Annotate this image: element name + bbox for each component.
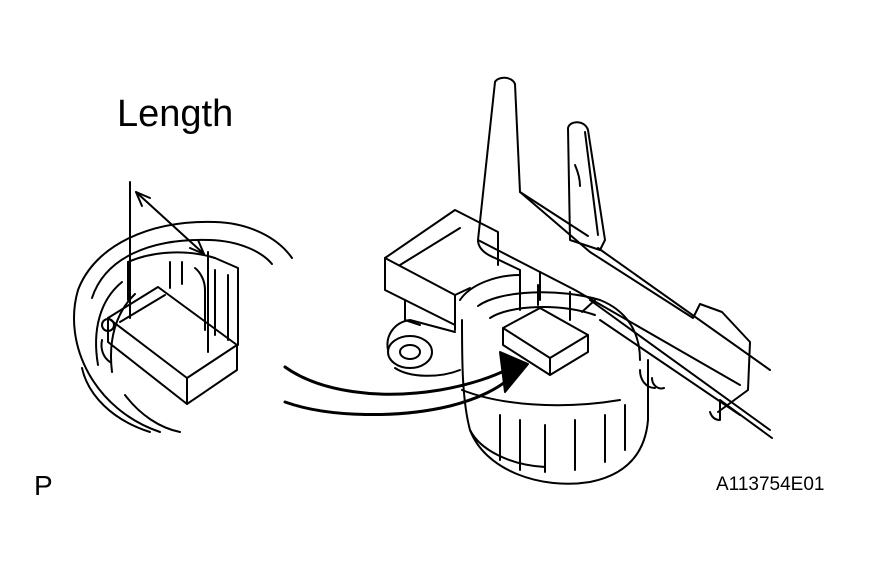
curved-arrow-icon — [283, 351, 529, 417]
brush-closeup-icon — [73, 181, 293, 433]
figure-id-label: A113754E01 — [716, 474, 825, 495]
length-label: Length — [117, 93, 234, 135]
view-code-label: P — [34, 470, 53, 501]
brush-holder-with-caliper-icon — [384, 76, 773, 485]
